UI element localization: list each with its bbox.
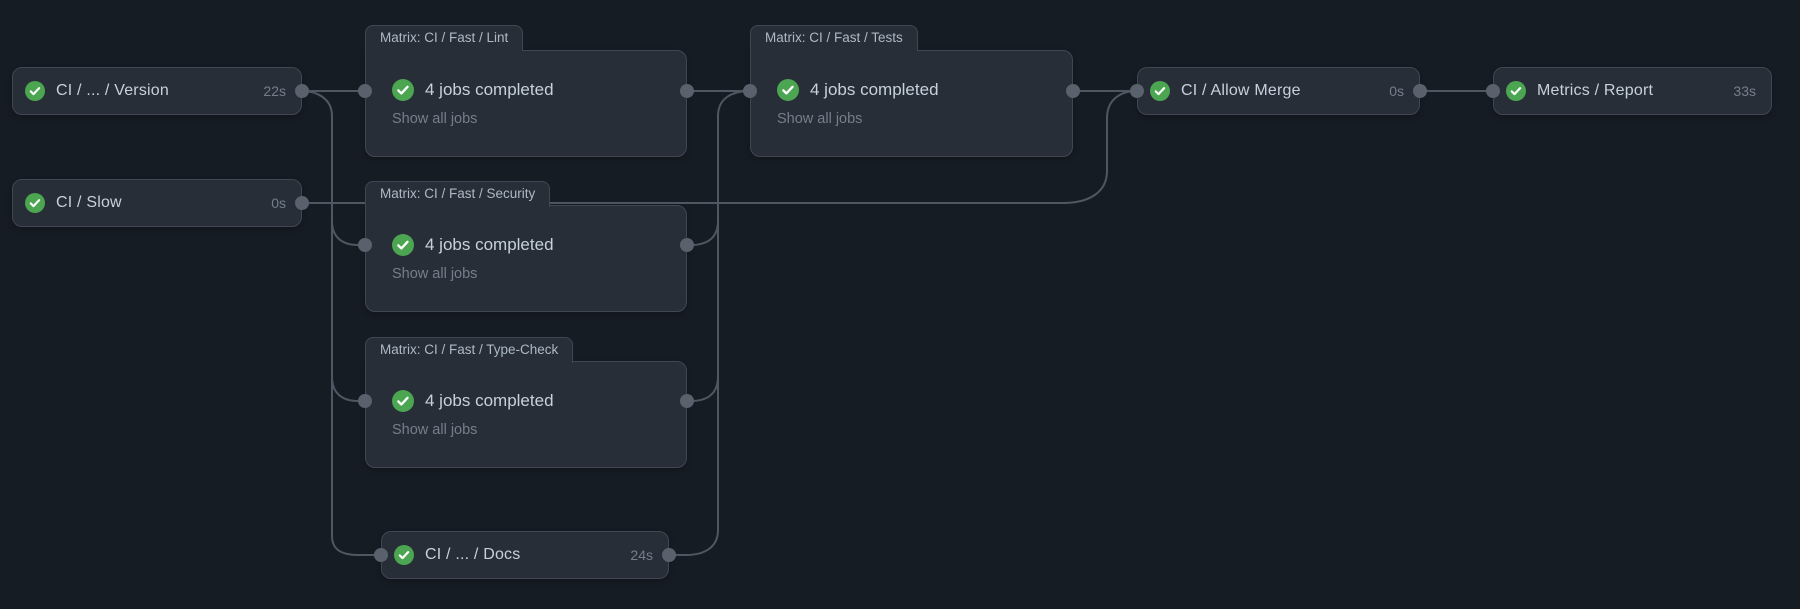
group-tab-typecheck: Matrix: CI / Fast / Type-Check	[365, 337, 574, 363]
job-node-docs[interactable]: CI / ... / Docs 24s	[381, 531, 669, 579]
edge-version-typecheck	[331, 376, 365, 402]
job-duration: 0s	[271, 195, 286, 211]
group-title: Matrix: CI / Fast / Lint	[380, 30, 509, 45]
success-icon	[777, 79, 799, 101]
show-all-jobs-button[interactable]: Show all jobs	[392, 266, 478, 282]
group-summary-row: 4 jobs completed	[777, 79, 1072, 101]
job-duration: 0s	[1389, 83, 1404, 99]
group-body-typecheck: 4 jobs completed Show all jobs	[365, 361, 687, 468]
job-label: CI / Slow	[56, 194, 122, 211]
edge-version-security	[331, 220, 365, 246]
show-all-jobs-button[interactable]: Show all jobs	[392, 422, 478, 438]
group-body-tests: 4 jobs completed Show all jobs	[750, 50, 1073, 157]
success-icon	[392, 79, 414, 101]
job-label: CI / ... / Docs	[425, 546, 521, 563]
group-summary-row: 4 jobs completed	[392, 79, 686, 101]
edge-docs-tests	[669, 90, 751, 556]
success-icon	[25, 81, 45, 101]
edge-security-tests	[687, 220, 719, 246]
group-tab-tests: Matrix: CI / Fast / Tests	[750, 25, 918, 51]
edge-version-docs	[301, 90, 381, 556]
job-label: Metrics / Report	[1537, 82, 1654, 99]
group-summary: 4 jobs completed	[810, 80, 939, 99]
group-body-security: 4 jobs completed Show all jobs	[365, 205, 687, 312]
job-label: CI / Allow Merge	[1181, 82, 1301, 99]
group-summary-row: 4 jobs completed	[392, 390, 686, 412]
edge-typecheck-tests	[687, 376, 719, 402]
job-node-slow[interactable]: CI / Slow 0s	[12, 179, 302, 227]
success-icon	[392, 234, 414, 256]
group-title: Matrix: CI / Fast / Tests	[765, 30, 903, 45]
group-title: Matrix: CI / Fast / Type-Check	[380, 342, 559, 357]
job-node-version[interactable]: CI / ... / Version 22s	[12, 67, 302, 115]
success-icon	[1506, 81, 1526, 101]
group-summary-row: 4 jobs completed	[392, 234, 686, 256]
group-tab-security: Matrix: CI / Fast / Security	[365, 181, 551, 207]
job-label: CI / ... / Version	[56, 82, 169, 99]
show-all-jobs-button[interactable]: Show all jobs	[777, 111, 863, 127]
group-summary: 4 jobs completed	[425, 80, 554, 99]
success-icon	[1150, 81, 1170, 101]
group-tab-lint: Matrix: CI / Fast / Lint	[365, 25, 524, 51]
show-all-jobs-button[interactable]: Show all jobs	[392, 111, 478, 127]
group-title: Matrix: CI / Fast / Security	[380, 186, 536, 201]
group-summary: 4 jobs completed	[425, 391, 554, 410]
group-summary: 4 jobs completed	[425, 235, 554, 254]
success-icon	[392, 390, 414, 412]
job-duration: 22s	[263, 83, 286, 99]
group-body-lint: 4 jobs completed Show all jobs	[365, 50, 687, 157]
job-duration: 33s	[1733, 83, 1756, 99]
job-node-allow-merge[interactable]: CI / Allow Merge 0s	[1137, 67, 1420, 115]
job-duration: 24s	[630, 547, 653, 563]
job-node-metrics[interactable]: Metrics / Report 33s	[1493, 67, 1772, 115]
success-icon	[25, 193, 45, 213]
success-icon	[394, 545, 414, 565]
